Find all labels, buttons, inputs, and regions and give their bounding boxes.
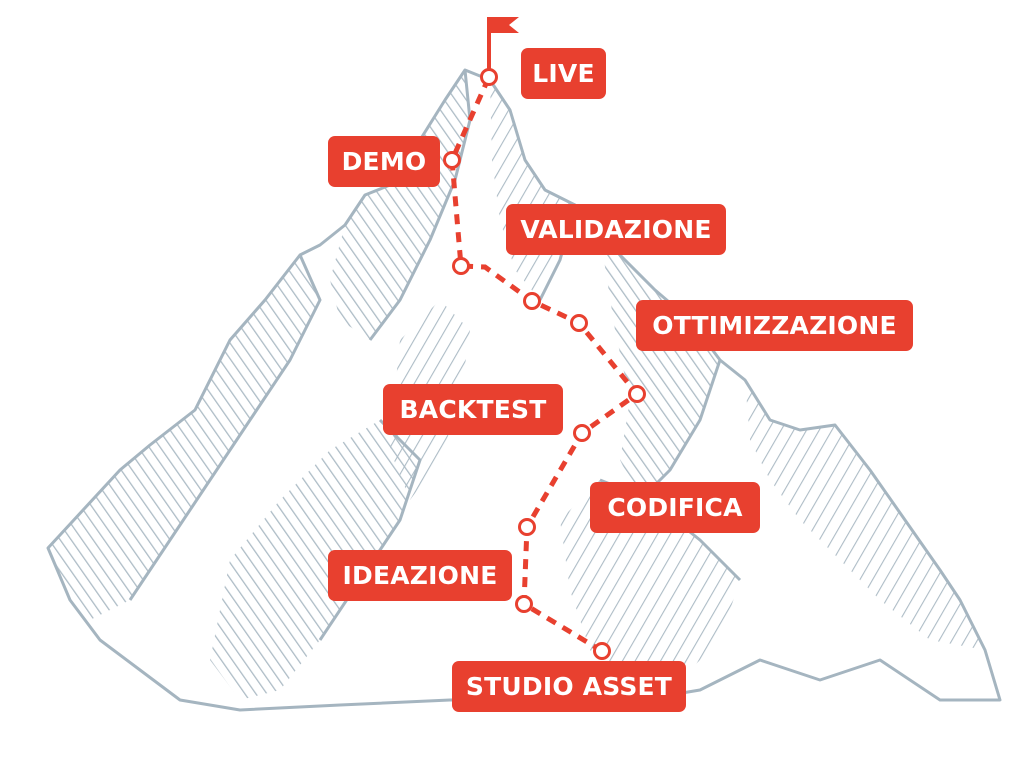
circle-marker-icon xyxy=(452,257,470,275)
step-label-ottimizzazione: OTTIMIZZAZIONE xyxy=(636,300,913,351)
circle-marker-icon xyxy=(628,385,646,403)
circle-marker-icon xyxy=(480,68,498,86)
route-path xyxy=(443,68,646,660)
step-label-studio-asset: STUDIO ASSET xyxy=(452,661,686,712)
step-label-live: LIVE xyxy=(521,48,606,99)
circle-marker-icon xyxy=(443,151,461,169)
step-label-demo: DEMO xyxy=(328,136,440,187)
circle-marker-icon xyxy=(570,314,588,332)
step-label-backtest: BACKTEST xyxy=(383,384,563,435)
step-label-codifica: CODIFICA xyxy=(590,482,760,533)
circle-marker-icon xyxy=(573,424,591,442)
circle-marker-icon xyxy=(518,518,536,536)
circle-marker-icon xyxy=(593,642,611,660)
step-label-ideazione: IDEAZIONE xyxy=(328,550,512,601)
circle-marker-icon xyxy=(515,595,533,613)
step-label-validazione: VALIDAZIONE xyxy=(506,204,726,255)
circle-marker-icon xyxy=(523,292,541,310)
flag-icon xyxy=(487,17,519,77)
